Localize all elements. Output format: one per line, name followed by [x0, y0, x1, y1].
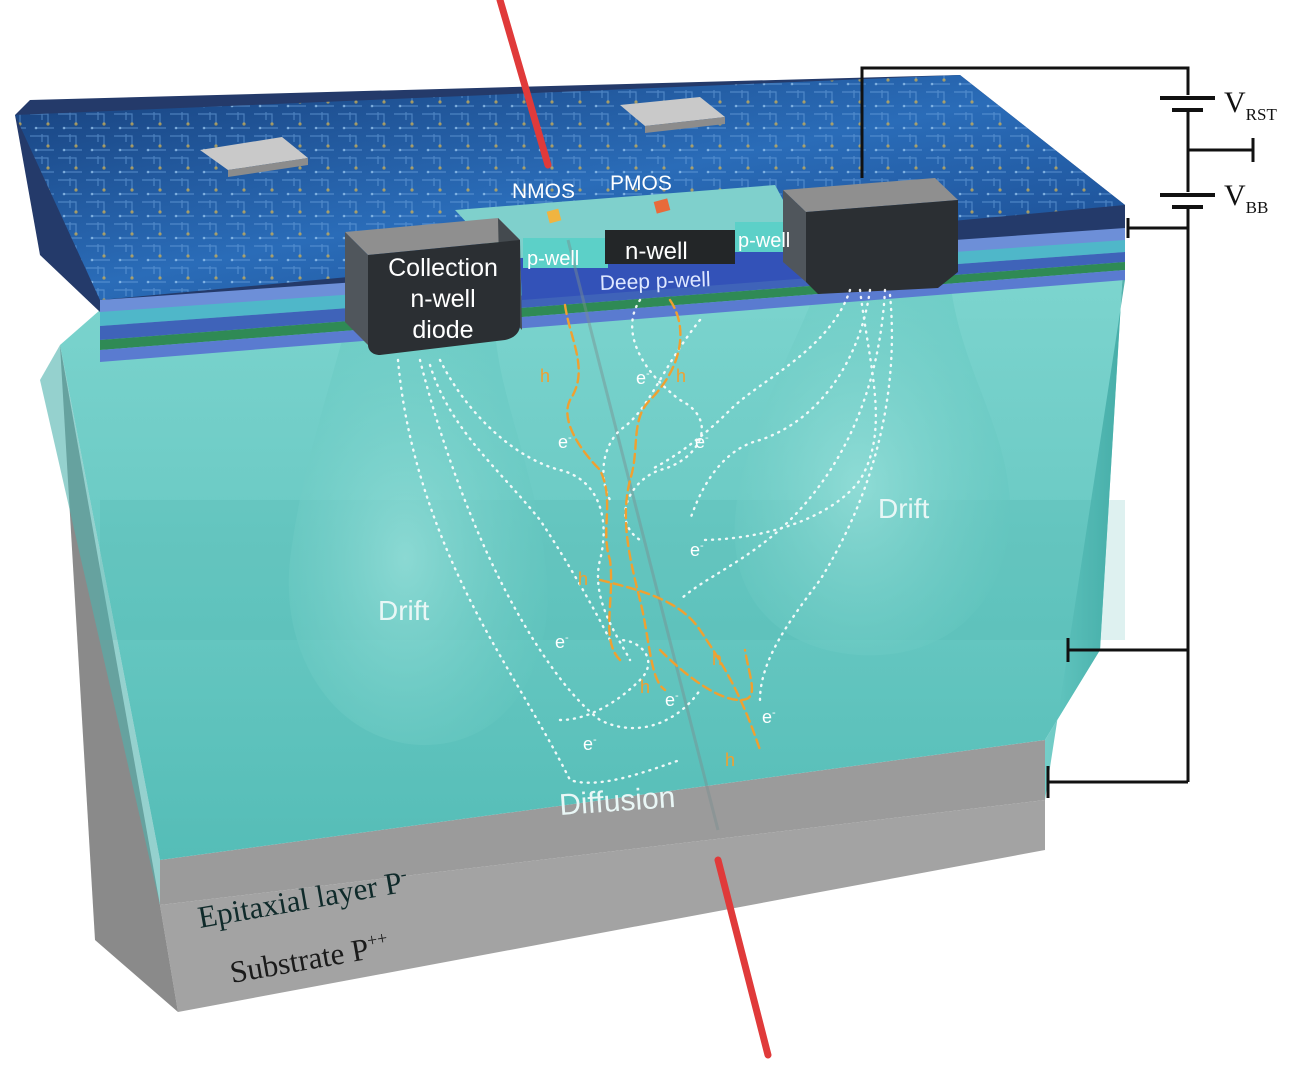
v-bb-label: VBB — [1224, 179, 1268, 217]
carrier-labels: h e- h e- e- e- h e- h h e- e- e- h — [540, 366, 776, 770]
electron-label: e- — [555, 632, 569, 652]
electron-label: e- — [665, 690, 679, 710]
surface-pad-left — [200, 137, 308, 177]
electron-label: e- — [558, 432, 572, 452]
hole-label: h — [578, 569, 588, 589]
hole-paths — [563, 298, 762, 752]
hole-label: h — [540, 366, 550, 386]
drift-depletion-left — [288, 330, 548, 746]
collection-label-line3: diode — [412, 316, 473, 344]
nmos-transistor — [546, 208, 562, 224]
bias-circuit — [860, 66, 1255, 798]
collection-label-line2: n-well — [410, 285, 475, 313]
p-well-left-label: p-well — [527, 248, 579, 270]
n-well-label: n-well — [625, 238, 688, 265]
surface-pad-right — [620, 97, 725, 133]
hole-label: h — [712, 649, 722, 669]
electron-label: e- — [690, 540, 704, 560]
electron-label: e- — [636, 368, 650, 388]
particle-track — [496, 0, 772, 1059]
drift-label-right: Drift — [878, 493, 930, 524]
collection-diode-label: Collection n-well diode — [388, 254, 498, 344]
deep-p-well-label: Deep p-well — [599, 268, 711, 295]
p-well-left-region — [523, 238, 608, 268]
collection-label-line1: Collection — [388, 254, 498, 282]
diffusion-label: Diffusion — [558, 781, 676, 822]
pmos-transistor — [653, 198, 671, 214]
well-cutout — [455, 185, 810, 300]
electron-label: e- — [695, 432, 709, 452]
electron-label: e- — [583, 734, 597, 754]
electron-paths — [396, 288, 894, 784]
hole-label: h — [640, 677, 650, 697]
hole-label: h — [676, 366, 686, 386]
n-well-region — [605, 230, 735, 264]
collection-diode-left — [345, 218, 522, 355]
pmos-label: PMOS — [610, 172, 672, 195]
collection-diode-right — [783, 178, 958, 294]
hole-label: h — [725, 750, 735, 770]
nmos-label: NMOS — [512, 180, 575, 203]
v-rst-label: VRST — [1224, 86, 1277, 124]
drift-label-left: Drift — [378, 595, 430, 626]
p-well-right-label: p-well — [738, 230, 790, 252]
electron-label: e- — [762, 707, 776, 727]
